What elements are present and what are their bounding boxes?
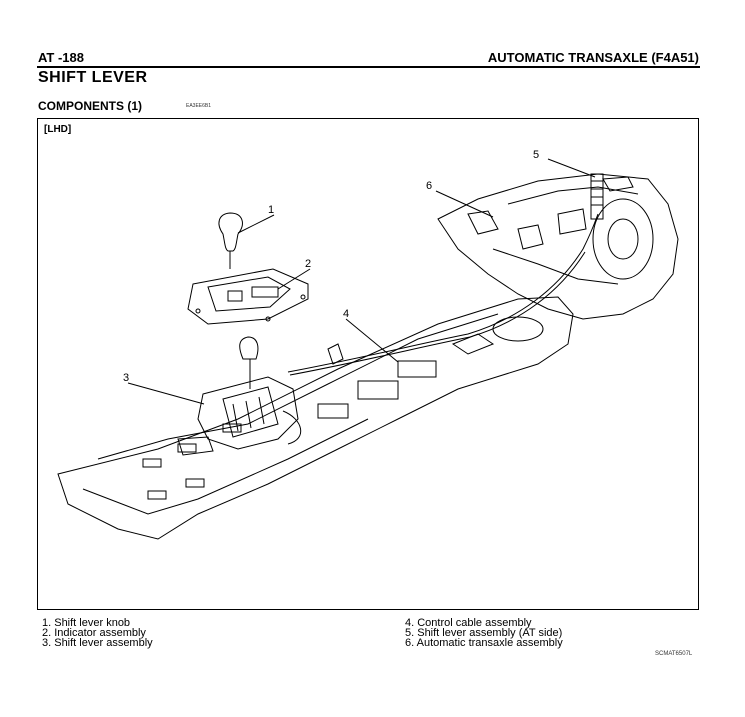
callout-6: 6 — [426, 180, 432, 192]
legend-right: 4. Control cable assembly 5. Shift lever… — [405, 617, 563, 649]
legend-left: 1. Shift lever knob 2. Indicator assembl… — [42, 617, 153, 649]
at-side-lever-drawing — [590, 173, 634, 220]
page-title: SHIFT LEVER — [38, 69, 148, 86]
figure-variant-tag: [LHD] — [44, 124, 72, 135]
section-title: COMPONENTS (1) — [38, 99, 143, 113]
callout-5: 5 — [533, 149, 539, 161]
control-cable-drawing — [287, 213, 599, 373]
shift-lever-assembly-drawing — [177, 336, 301, 456]
callout-3: 3 — [123, 372, 129, 384]
chapter-title: AUTOMATIC TRANSAXLE (F4A51) — [487, 50, 699, 65]
callout-4: 4 — [343, 308, 349, 320]
floor-pan-drawing — [57, 296, 574, 540]
callout-1: 1 — [268, 204, 274, 216]
legend-item: 5. Shift lever assembly (AT side) — [405, 627, 563, 639]
indicator-assembly-drawing — [187, 268, 309, 325]
legend-item: 2. Indicator assembly — [42, 627, 146, 639]
transaxle-drawing — [437, 173, 679, 320]
knob-drawing — [218, 212, 243, 252]
callout-2: 2 — [305, 258, 311, 270]
legend-item: 1. Shift lever knob — [42, 617, 131, 629]
components-figure: [LHD] — [37, 118, 699, 610]
legend-item: 3. Shift lever assembly — [42, 637, 153, 649]
page-number: AT -188 — [38, 50, 84, 65]
legend-item: 6. Automatic transaxle assembly — [405, 637, 563, 649]
section-code: EA3EE6B1 — [186, 103, 212, 109]
header-divider — [37, 66, 700, 68]
components-illustration: 1 2 3 4 5 6 — [57, 149, 679, 540]
figure-code: SCMAT6507L — [655, 651, 693, 657]
legend-item: 4. Control cable assembly — [405, 617, 532, 629]
callout-leaders — [127, 158, 596, 405]
